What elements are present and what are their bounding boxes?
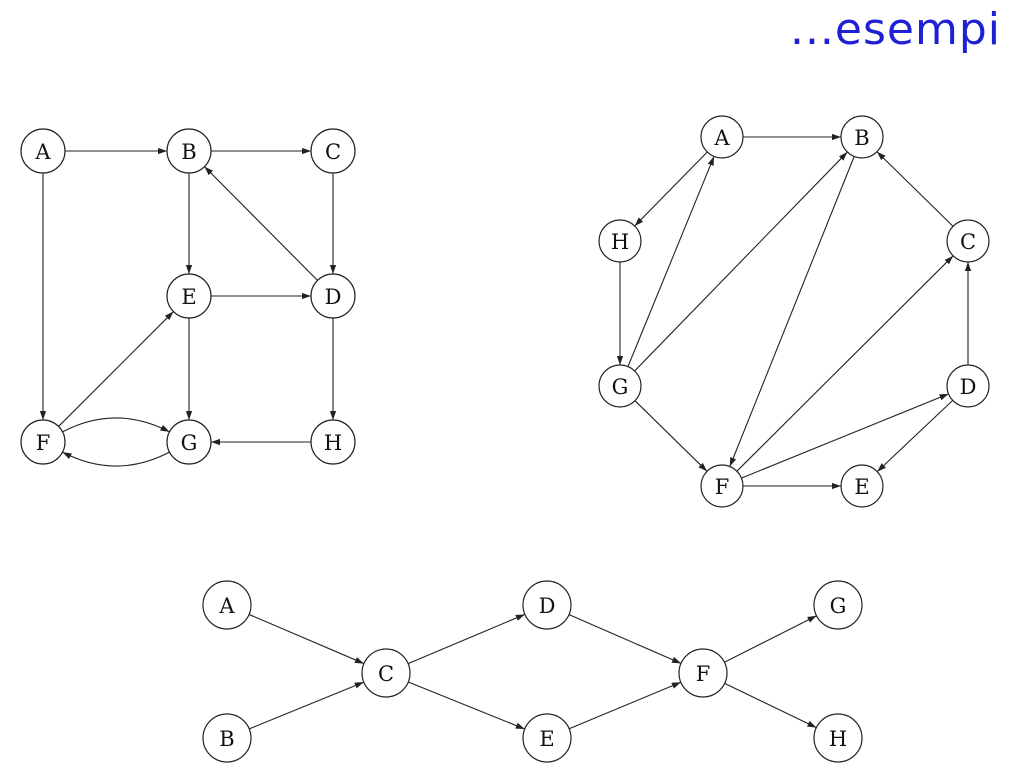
g1-edge-F-E xyxy=(58,311,174,427)
g1-node-E: E xyxy=(166,273,212,319)
g2-edge-G-B xyxy=(634,151,848,372)
g2-node-A-label: A xyxy=(713,126,730,150)
g2-node-F: F xyxy=(700,464,744,508)
g2-node-B: B xyxy=(840,115,884,159)
g3-node-C: C xyxy=(361,648,411,698)
g1-node-A: A xyxy=(20,128,66,174)
g2-edge-G-A xyxy=(627,156,715,367)
g3-edge-D-F xyxy=(568,614,682,664)
g1-node-G-label: G xyxy=(181,431,198,455)
g2-node-E-label: E xyxy=(854,475,869,499)
graph-1: A B C D E F G H xyxy=(20,128,356,467)
g1-node-B: B xyxy=(166,128,212,174)
g3-node-C-circle xyxy=(361,648,411,698)
g2-edge-D-E xyxy=(876,400,954,472)
g1-node-E-circle xyxy=(166,273,212,319)
g1-node-H-circle xyxy=(310,419,356,465)
graph-2: A B C D E F G H xyxy=(598,115,990,508)
g1-node-F-label: F xyxy=(36,431,51,455)
g2-node-E-circle xyxy=(840,464,884,508)
g1-node-D: D xyxy=(310,273,356,319)
g3-node-G: G xyxy=(813,580,863,630)
g2-edge-A-H xyxy=(634,151,708,227)
g3-edge-C-E xyxy=(408,681,525,730)
g3-edge-A-C xyxy=(248,613,365,665)
g2-node-E: E xyxy=(840,464,884,508)
g1-node-F: F xyxy=(20,419,66,465)
g1-edge-G-F xyxy=(62,451,170,467)
g1-node-B-circle xyxy=(166,128,212,174)
g3-edge-E-F xyxy=(568,681,682,730)
g2-node-F-label: F xyxy=(715,475,730,499)
g2-node-C-label: C xyxy=(960,230,976,254)
g1-edge-D-B xyxy=(204,166,318,281)
g3-node-B: B xyxy=(202,713,252,763)
g2-node-C-circle xyxy=(946,219,990,263)
g2-node-D: D xyxy=(946,364,990,408)
g3-node-D-circle xyxy=(522,580,572,630)
g2-edge-F-C xyxy=(736,255,954,472)
g3-node-D-label: D xyxy=(539,594,556,618)
g1-node-D-circle xyxy=(310,273,356,319)
g2-node-H-circle xyxy=(598,219,642,263)
g2-node-D-circle xyxy=(946,364,990,408)
g3-node-B-circle xyxy=(202,713,252,763)
g2-node-H-label: H xyxy=(611,230,629,254)
g2-edge-B-F xyxy=(729,156,855,467)
g3-node-G-circle xyxy=(813,580,863,630)
g1-node-G-circle xyxy=(166,419,212,465)
g3-edge-C-D xyxy=(407,613,526,665)
g3-node-D: D xyxy=(522,580,572,630)
g1-node-C-circle xyxy=(310,128,356,174)
g2-node-B-label: B xyxy=(854,126,869,150)
g3-node-A: A xyxy=(202,580,252,630)
slide-title: ...esempi xyxy=(789,4,1001,55)
g2-edge-G-F xyxy=(634,400,708,472)
g1-node-A-label: A xyxy=(34,140,51,164)
g1-node-F-circle xyxy=(20,419,66,465)
g1-node-H: H xyxy=(310,419,356,465)
g2-edge-F-D xyxy=(741,393,949,479)
g2-node-G-circle xyxy=(598,364,642,408)
g3-edge-F-G xyxy=(724,615,817,663)
g2-node-G: G xyxy=(598,364,642,408)
g1-node-D-label: D xyxy=(325,285,342,309)
g1-node-E-label: E xyxy=(181,285,196,309)
g1-node-G: G xyxy=(166,419,212,465)
g2-node-H: H xyxy=(598,219,642,263)
g2-node-C: C xyxy=(946,219,990,263)
g3-node-F: F xyxy=(678,648,728,698)
g2-node-F-circle xyxy=(700,464,744,508)
g1-node-H-label: H xyxy=(324,431,342,455)
g1-node-C-label: C xyxy=(325,140,341,164)
g2-edge-C-B xyxy=(876,151,954,227)
g3-edge-B-C xyxy=(249,681,364,730)
g1-edge-F-G xyxy=(62,417,170,433)
g3-node-H-circle xyxy=(813,713,863,763)
g3-node-E: E xyxy=(522,713,572,763)
g3-node-A-label: A xyxy=(218,594,235,618)
g3-node-A-circle xyxy=(202,580,252,630)
g1-node-C: C xyxy=(310,128,356,174)
g3-node-E-circle xyxy=(522,713,572,763)
g2-node-A: A xyxy=(700,115,744,159)
graph-3: A B C D E F G H xyxy=(202,580,863,763)
g3-node-F-label: F xyxy=(696,662,711,686)
g3-node-B-label: B xyxy=(219,727,234,751)
g3-node-H: H xyxy=(813,713,863,763)
g2-node-G-label: G xyxy=(612,375,629,399)
g1-node-A-circle xyxy=(20,128,66,174)
g2-node-D-label: D xyxy=(960,375,977,399)
g3-node-G-label: G xyxy=(830,594,847,618)
g2-node-B-circle xyxy=(840,115,884,159)
g3-node-H-label: H xyxy=(829,727,847,751)
g3-node-E-label: E xyxy=(539,727,554,751)
g1-node-B-label: B xyxy=(181,140,196,164)
g2-node-A-circle xyxy=(700,115,744,159)
g3-node-F-circle xyxy=(678,648,728,698)
g3-node-C-label: C xyxy=(378,662,394,686)
g3-edge-F-H xyxy=(724,682,817,729)
